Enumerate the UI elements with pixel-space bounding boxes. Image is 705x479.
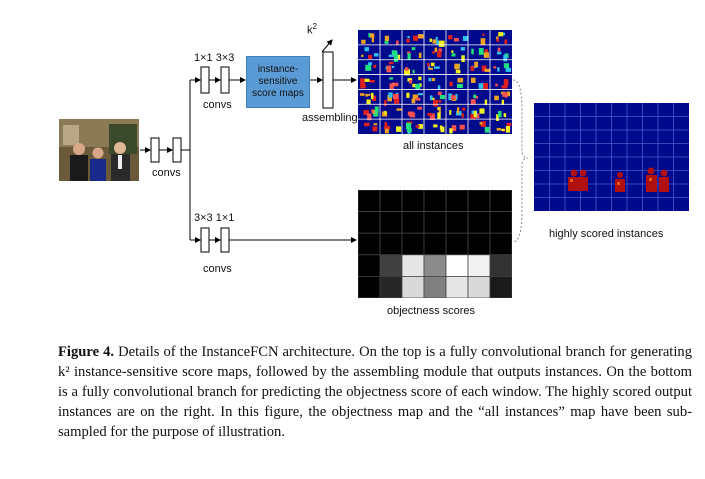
conv-block [172, 137, 182, 163]
assembling-block [322, 51, 334, 109]
score-maps-label: instance-sensitive score maps [252, 64, 304, 99]
conv-block [200, 66, 210, 94]
objectness-map [358, 190, 512, 298]
highly-scored-map [534, 103, 689, 211]
conv-block [220, 66, 230, 94]
all-instances-map [358, 30, 512, 134]
bottom-convs-label: convs [203, 263, 232, 275]
score-maps-box: instance-sensitive score maps [246, 56, 310, 108]
assembling-label: assembling [302, 112, 358, 124]
bottom-kernel-sizes: 3×3 1×1 [194, 212, 235, 224]
input-photo [59, 119, 139, 181]
figure-caption: Figure 4. Details of the InstanceFCN arc… [58, 342, 692, 442]
caption-text: Details of the InstanceFCN architecture.… [58, 344, 692, 440]
diagram-lines [140, 39, 529, 253]
top-kernel-sizes: 1×1 3×3 [194, 52, 235, 64]
objectness-label: objectness scores [387, 305, 476, 317]
conv-block [220, 227, 230, 253]
conv-block [200, 227, 210, 253]
highly-scored-label: highly scored instances [549, 228, 664, 240]
architecture-diagram: instance-sensitive score maps [59, 22, 689, 317]
all-instances-label: all instances [403, 140, 464, 152]
conv-block [150, 137, 160, 163]
top-convs-label: convs [203, 99, 232, 111]
figure-number: Figure 4. [58, 344, 115, 360]
k-label: k2 [307, 22, 317, 37]
first-convs-label: convs [152, 167, 181, 179]
